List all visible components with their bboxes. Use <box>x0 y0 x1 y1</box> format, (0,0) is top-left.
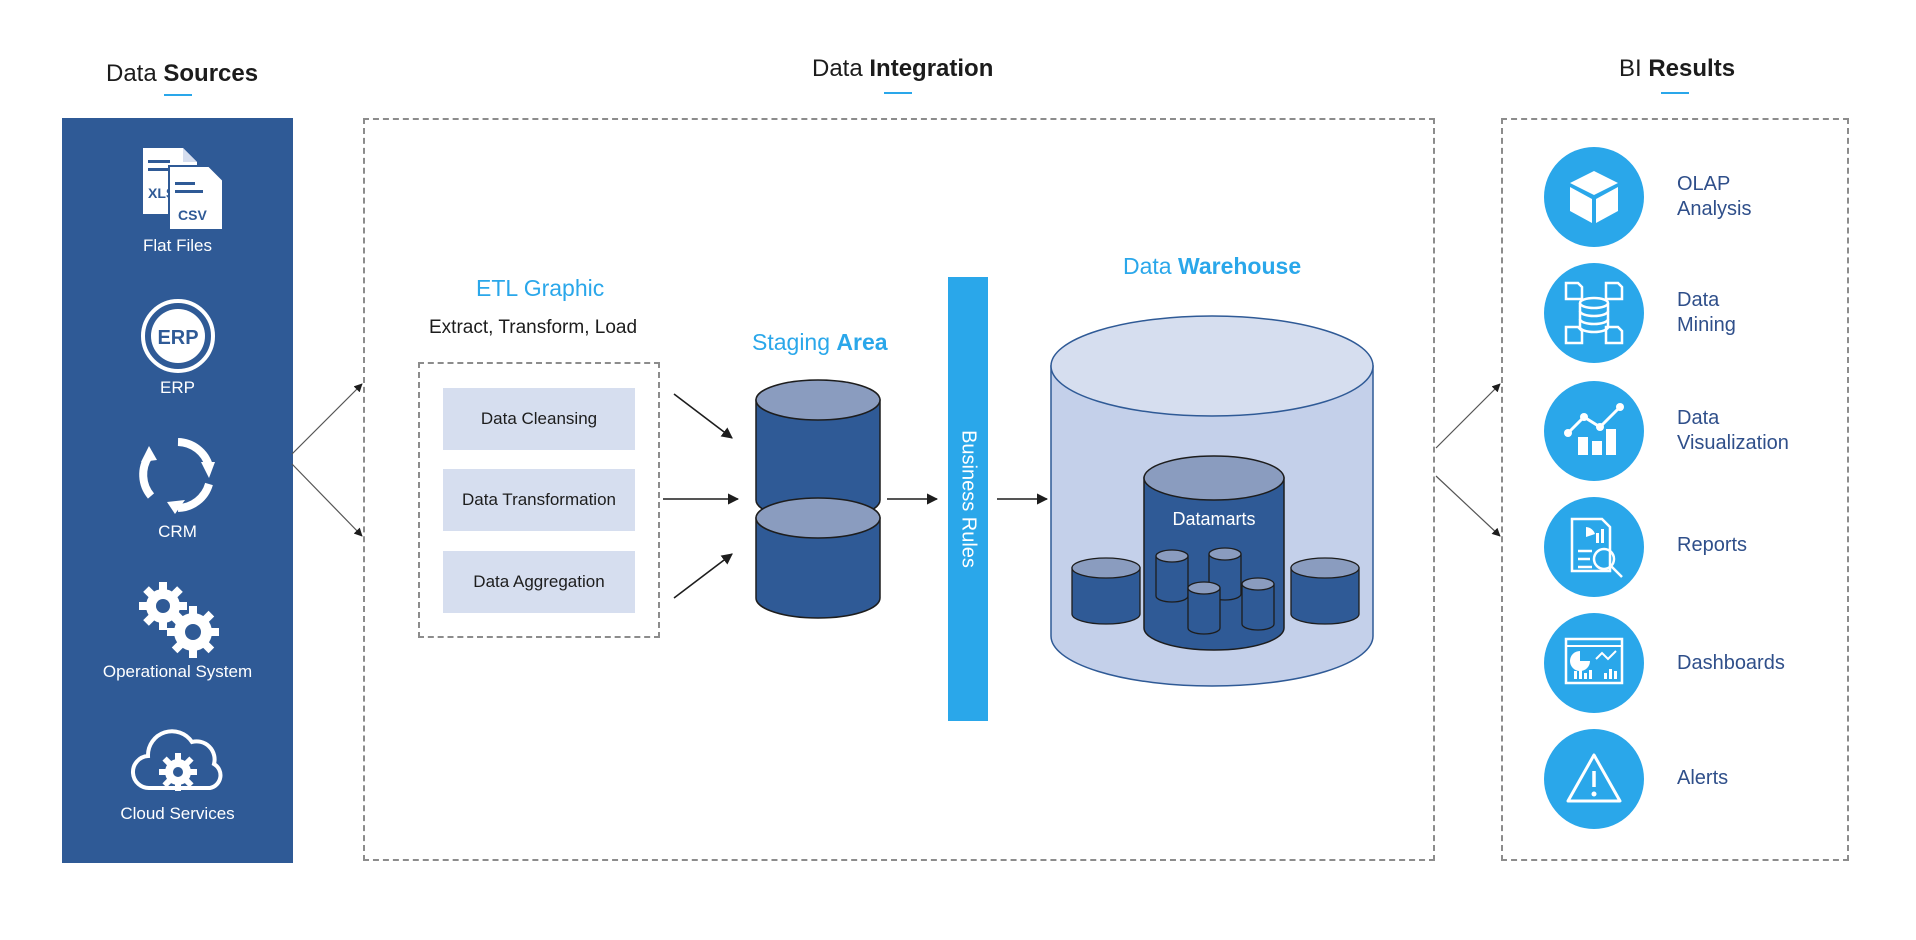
arrow-sources-down <box>291 463 363 537</box>
result-label-reports: Reports <box>1677 534 1748 556</box>
heading-underline <box>164 94 192 96</box>
datamart-small-cylinders <box>1071 547 1360 635</box>
heading-underline <box>1661 92 1689 94</box>
arrow-sources-up <box>291 383 363 455</box>
erp-icon: ERP <box>140 299 215 373</box>
alert-icon <box>1566 753 1622 803</box>
result-label-dashboards: Dashboards <box>1677 652 1785 674</box>
source-cloud-services: Cloud Services <box>62 722 293 824</box>
source-label: Flat Files <box>143 236 212 255</box>
bar-chart-icon <box>1564 403 1624 455</box>
database-docs-icon <box>1564 281 1624 345</box>
source-operational-system: Operational System <box>62 580 293 682</box>
result-label-alerts: Alerts <box>1677 767 1729 789</box>
source-crm: CRM <box>62 432 293 542</box>
etl-steps-frame <box>418 362 660 638</box>
dashboard-icon <box>1564 637 1624 685</box>
data-sources-heading: Data Sources <box>106 60 259 87</box>
result-reports <box>1544 497 1644 597</box>
etl-step-data-cleansing: Data Cleansing <box>443 388 635 450</box>
arrow-results-down <box>1435 475 1501 537</box>
arrow-results-up <box>1435 383 1501 449</box>
arrow-etl-lower <box>673 553 733 599</box>
source-erp: ERP ERP <box>62 298 293 398</box>
result-data-mining <box>1544 263 1644 363</box>
flat-files-icon: XLS CSV <box>142 148 224 231</box>
etl-step-data-transformation: Data Transformation <box>443 469 635 531</box>
heading-underline <box>884 92 912 94</box>
source-label: Operational System <box>102 662 253 681</box>
source-label: Cloud Services <box>120 804 235 823</box>
bi-results-heading: BI Results <box>1619 55 1736 82</box>
staging-area-cylinder <box>755 379 881 619</box>
erp-badge: ERP <box>157 327 198 349</box>
etl-step-data-aggregation: Data Aggregation <box>443 551 635 613</box>
datamarts-label: Datamarts <box>1172 509 1255 529</box>
csv-badge: CSV <box>178 207 207 223</box>
bi-results-frame <box>1501 118 1849 861</box>
result-alerts <box>1544 729 1644 829</box>
etl-subtitle: Extract, Transform, Load <box>429 317 638 338</box>
source-flat-files: XLS CSV Flat Files <box>62 146 293 256</box>
data-warehouse-title: Data Warehouse <box>1123 253 1302 279</box>
cloud-gear-icon <box>130 729 222 791</box>
report-search-icon <box>1570 517 1623 578</box>
data-integration-frame <box>363 118 1435 861</box>
staging-area-title: Staging Area <box>752 329 888 355</box>
data-integration-heading: Data Integration <box>812 55 994 82</box>
business-rules-bar <box>948 277 988 721</box>
source-label: CRM <box>158 522 197 541</box>
data-sources-panel: XLS CSV Flat Files ERP ERP CRM <box>62 118 293 863</box>
crm-cycle-icon <box>138 438 215 514</box>
etl-title: ETL Graphic <box>476 275 605 301</box>
arrow-etl-upper <box>673 393 733 439</box>
result-dashboards <box>1544 613 1644 713</box>
cube-icon <box>1570 171 1618 223</box>
result-data-visualization <box>1544 381 1644 481</box>
source-label: ERP <box>160 378 195 397</box>
gears-icon <box>138 582 219 658</box>
result-olap-analysis <box>1544 147 1644 247</box>
